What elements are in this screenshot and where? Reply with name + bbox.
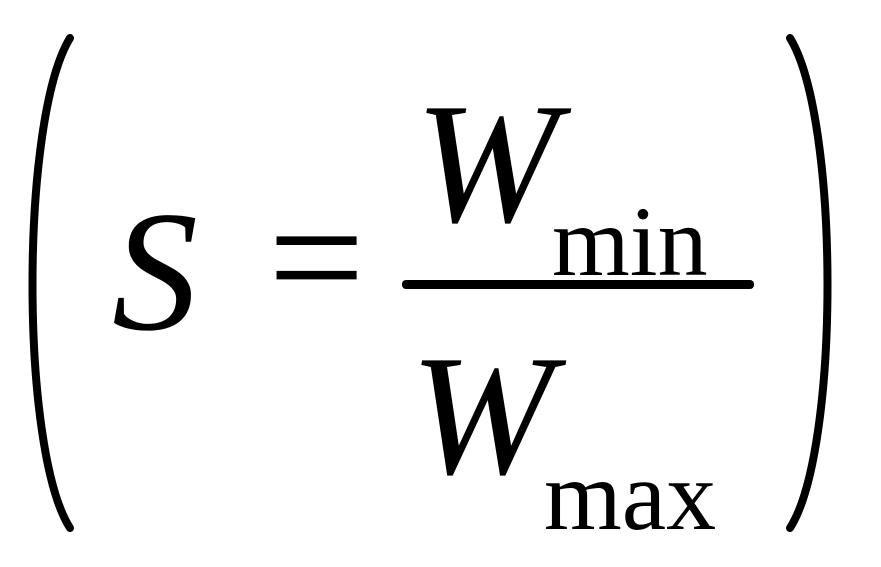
numerator-subscript: min [552,186,708,297]
numerator-variable: W [415,69,559,259]
fraction-bar [402,280,754,289]
lhs-variable: S [112,177,198,367]
denominator-subscript: max [544,440,717,551]
denominator-variable: W [410,321,554,511]
equals-sign: = [268,163,366,353]
